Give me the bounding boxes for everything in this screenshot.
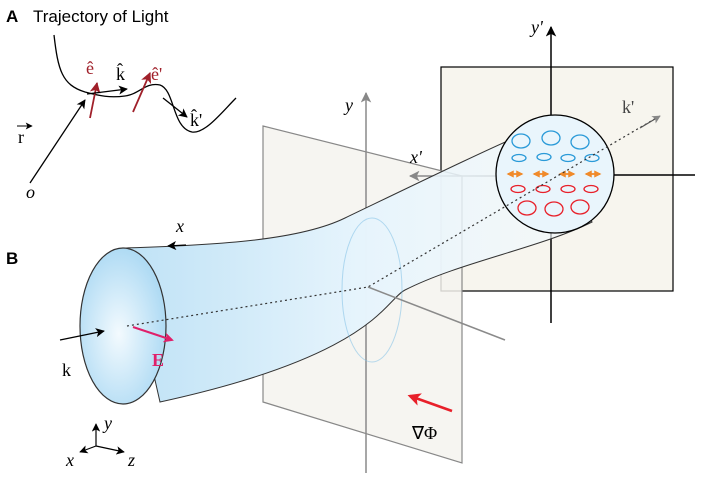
k-prime-arrow	[639, 115, 661, 129]
label-y-prime: y'	[529, 17, 544, 37]
beam-propagation-axis	[126, 116, 659, 327]
label-e-hat-prime: ê'	[151, 64, 162, 84]
incoming-k-arrow	[59, 328, 105, 341]
light-beam	[124, 131, 593, 403]
electric-field-vector-E	[132, 326, 174, 343]
panel-a: A Trajectory of Light r o ê k̂ ê' k̂'	[6, 7, 237, 202]
beam-waist-section	[341, 217, 403, 363]
triad-y-label: y	[102, 413, 112, 433]
triad-z-arrow	[95, 445, 125, 455]
panel-a-title: Trajectory of Light	[33, 7, 169, 26]
label-x-prime: x'	[409, 147, 423, 167]
wave-vector-k	[86, 85, 128, 95]
position-vector-r	[29, 99, 86, 184]
polarization-vector-e	[89, 81, 101, 119]
label-k: k	[62, 360, 71, 380]
triad-x-arrow	[79, 445, 97, 454]
polarization-vector-e-prime	[132, 72, 152, 113]
panel-b-label: B	[6, 249, 18, 268]
cyan-polarization-row-1	[511, 130, 590, 150]
coordinate-triad: y z x	[65, 413, 135, 470]
label-k-prime: k'	[622, 97, 634, 117]
panel-a-label: A	[6, 7, 18, 26]
label-x: x	[175, 216, 184, 236]
wave-vector-k-prime	[162, 97, 188, 118]
label-origin: o	[26, 182, 35, 202]
phase-gradient-arrow	[407, 393, 453, 413]
x-axis	[167, 241, 187, 251]
label-e-hat: ê	[86, 58, 94, 78]
triad-z-label: z	[127, 450, 135, 470]
label-k-hat-prime: k̂'	[190, 109, 202, 130]
red-polarization-row-2	[517, 199, 590, 217]
label-E: E	[152, 350, 164, 370]
triad-x-label: x	[65, 450, 74, 470]
lower-axis	[367, 286, 506, 341]
beam-entrance-face	[79, 247, 167, 405]
polarization-pattern	[506, 130, 602, 217]
cyan-polarization-row-2	[511, 152, 600, 163]
label-k-hat: k̂	[116, 63, 125, 84]
panel-b: B y' y x'	[6, 17, 695, 473]
label-grad-phi: ∇Φ	[411, 423, 437, 443]
red-polarization-row-1	[510, 184, 599, 194]
beam-exit-spot	[495, 114, 615, 234]
label-r-vector: r	[18, 127, 24, 147]
label-y: y	[343, 95, 353, 115]
